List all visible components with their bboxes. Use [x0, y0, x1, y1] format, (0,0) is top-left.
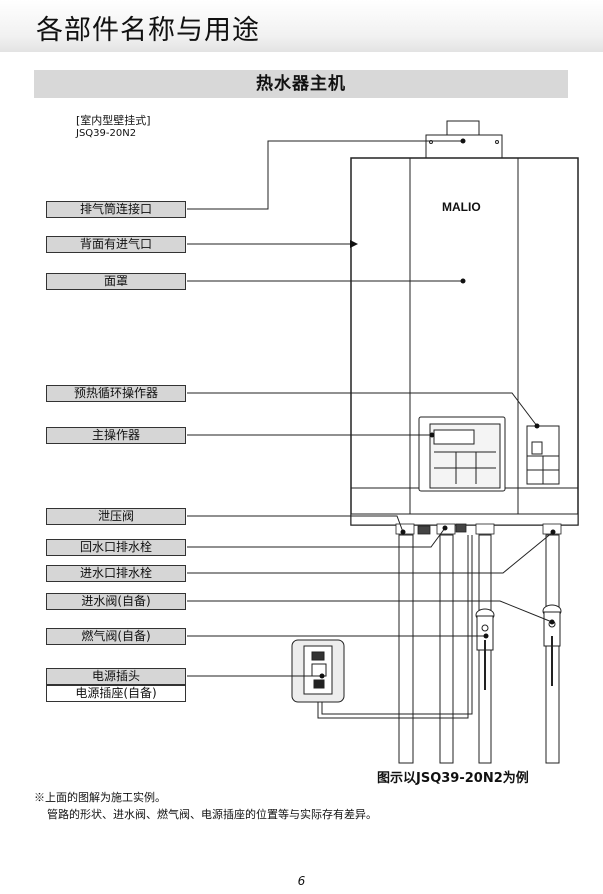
brand-logo: MALIO [442, 200, 481, 214]
power-socket [291, 639, 345, 703]
water-valve [475, 608, 495, 690]
note-line-1: ※上面的图解为施工实例。 [34, 791, 166, 804]
label-power-socket: 电源插座(自备) [46, 685, 186, 702]
preheat-control-panel [526, 425, 560, 485]
label-relief-valve: 泄压阀 [46, 508, 186, 525]
page-number: 6 [297, 874, 306, 888]
label-air-inlet: 背面有进气口 [46, 236, 186, 253]
gas-valve [542, 604, 562, 686]
exhaust-connector [425, 120, 503, 160]
label-exhaust-connector: 排气筒连接口 [46, 201, 186, 218]
label-gas-valve: 燃气阀(自备) [46, 628, 186, 645]
label-preheat-controller: 预热循环操作器 [46, 385, 186, 402]
arrow-icon [350, 240, 358, 248]
page-title: 各部件名称与用途 [36, 15, 260, 46]
model-number: JSQ39-20N2 [76, 128, 137, 139]
model-type: [室内型壁挂式] [76, 114, 151, 127]
figure-caption: 图示以JSQ39-20N2为例 [377, 771, 529, 786]
main-control-panel [418, 416, 506, 492]
label-cover: 面罩 [46, 273, 186, 290]
label-water-valve: 进水阀(自备) [46, 593, 186, 610]
section-heading: 热水器主机 [34, 70, 568, 98]
leader-lines [187, 140, 554, 677]
label-inlet-drain: 进水口排水栓 [46, 565, 186, 582]
label-power-plug: 电源插头 [46, 668, 186, 685]
leader-dots [319, 138, 556, 679]
note-line-2: 管路的形状、进水阀、燃气阀、电源插座的位置等与实际存有差异。 [47, 808, 377, 821]
label-return-drain: 回水口排水栓 [46, 539, 186, 556]
label-main-controller: 主操作器 [46, 427, 186, 444]
page-header: 各部件名称与用途 [0, 0, 603, 52]
